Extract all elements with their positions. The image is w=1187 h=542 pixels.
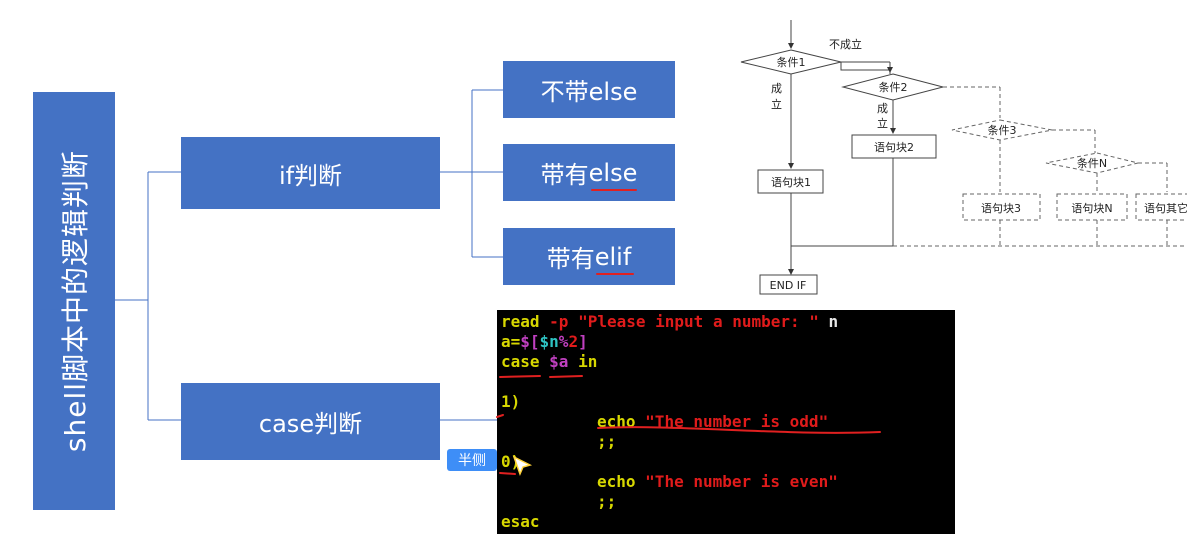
met-label-1a: 成 [771, 82, 782, 95]
block-other-label: 语句其它 [1144, 201, 1187, 215]
case-node-label: case判断 [258, 410, 363, 438]
block-other-rect [1135, 193, 1187, 221]
met-label-2a: 成 [877, 102, 888, 115]
condN-label: 条件N [1077, 156, 1107, 170]
var-underline-annotation [549, 375, 583, 378]
met-label-1b: 立 [771, 97, 782, 111]
elif-underline-annotation [596, 273, 634, 275]
code-line-3: case $a in [501, 352, 598, 371]
met-label-2b: 立 [877, 116, 888, 130]
child-with-else-keyword: else [588, 158, 638, 187]
code-line-6: ;; [597, 432, 617, 451]
case1-mark-annotation [496, 414, 504, 418]
blockN-rect [1056, 193, 1128, 221]
child-no-else: 不带else [503, 61, 675, 118]
code-line-2: a=$[$n%2] [501, 332, 588, 351]
code-line-1: read -p "Please input a number: " n [501, 312, 839, 331]
child-no-else-label: 不带else [540, 78, 638, 106]
not-met-label: 不成立 [829, 37, 862, 51]
cursor-tooltip-label: 半侧 [458, 453, 486, 469]
child-with-elif-keyword: elif [594, 242, 632, 271]
case0-mark-annotation [499, 472, 516, 475]
block3-rect [962, 193, 1041, 221]
echo-odd-underline-annotation [597, 426, 881, 434]
code-line-8: echo "The number is even" [597, 472, 838, 491]
code-line-10: esac [501, 512, 540, 531]
if-node: if判断 [181, 137, 440, 209]
root-node: shell脚本中的逻辑判断 [33, 92, 115, 510]
end-label: END IF [770, 279, 807, 292]
block3-label: 语句块3 [981, 202, 1021, 215]
block1-label: 语句块1 [771, 176, 811, 189]
code-line-7: 0) [501, 452, 521, 471]
blockN-label: 语句块N [1071, 202, 1112, 215]
if-node-label: if判断 [278, 161, 343, 190]
child-with-elif-prefix: 带有 [546, 245, 595, 273]
cursor-tooltip: 半侧 [447, 449, 497, 471]
cond1-label: 条件1 [777, 55, 806, 69]
code-terminal: read -p "Please input a number: " n a=$[… [497, 310, 955, 534]
code-line-4: 1) [501, 392, 521, 411]
pen-cursor-icon [512, 455, 533, 477]
block2-label: 语句块2 [874, 141, 914, 154]
case-node: case判断 [181, 383, 440, 460]
block2-rect [851, 134, 937, 159]
child-with-else-prefix: 带有 [540, 161, 589, 189]
case-underline-annotation [499, 375, 541, 378]
cond3-label: 条件3 [988, 123, 1017, 137]
cond2-label: 条件2 [879, 80, 908, 94]
if-elif-flowchart: 条件1 条件2 条件3 条件N 不成立 成 立 成 立 语句块1 语句块2 语句… [740, 20, 1187, 295]
code-line-9: ;; [597, 492, 617, 511]
end-rect [759, 274, 818, 295]
code-line-5: echo "The number is odd" [597, 412, 829, 431]
else-underline-annotation [591, 189, 637, 191]
